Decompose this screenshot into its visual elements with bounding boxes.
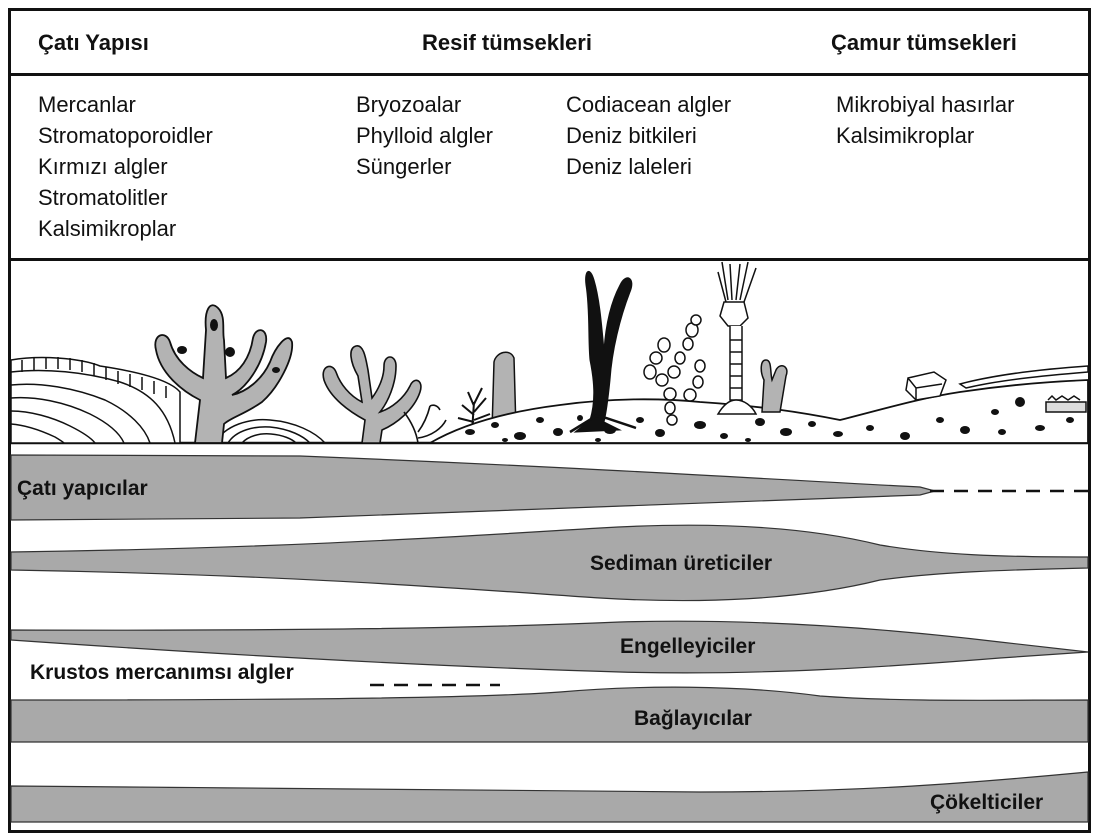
small-sponge — [761, 360, 787, 412]
band-label-frame-builders: Çatı yapıcılar — [17, 477, 148, 501]
band-binders — [11, 687, 1088, 742]
crinoid — [718, 262, 756, 414]
band-sediment-producers — [11, 525, 1088, 600]
band-label-bafflers: Engelleyiciler — [620, 635, 755, 659]
bryozoan-colony — [323, 346, 421, 443]
band-frame-builders — [11, 455, 935, 520]
seafloor-scene — [11, 262, 1088, 443]
band-label-settlers: Çökelticiler — [930, 791, 1043, 815]
bands — [11, 455, 1088, 822]
band-label-binders: Bağlayıcılar — [634, 707, 752, 731]
band-label-crustose: Krustos mercanımsı algler — [30, 661, 294, 685]
band-label-sediment-producers: Sediman üreticiler — [590, 552, 772, 576]
sediment-mound — [430, 380, 1088, 443]
band-settlers — [11, 772, 1088, 822]
